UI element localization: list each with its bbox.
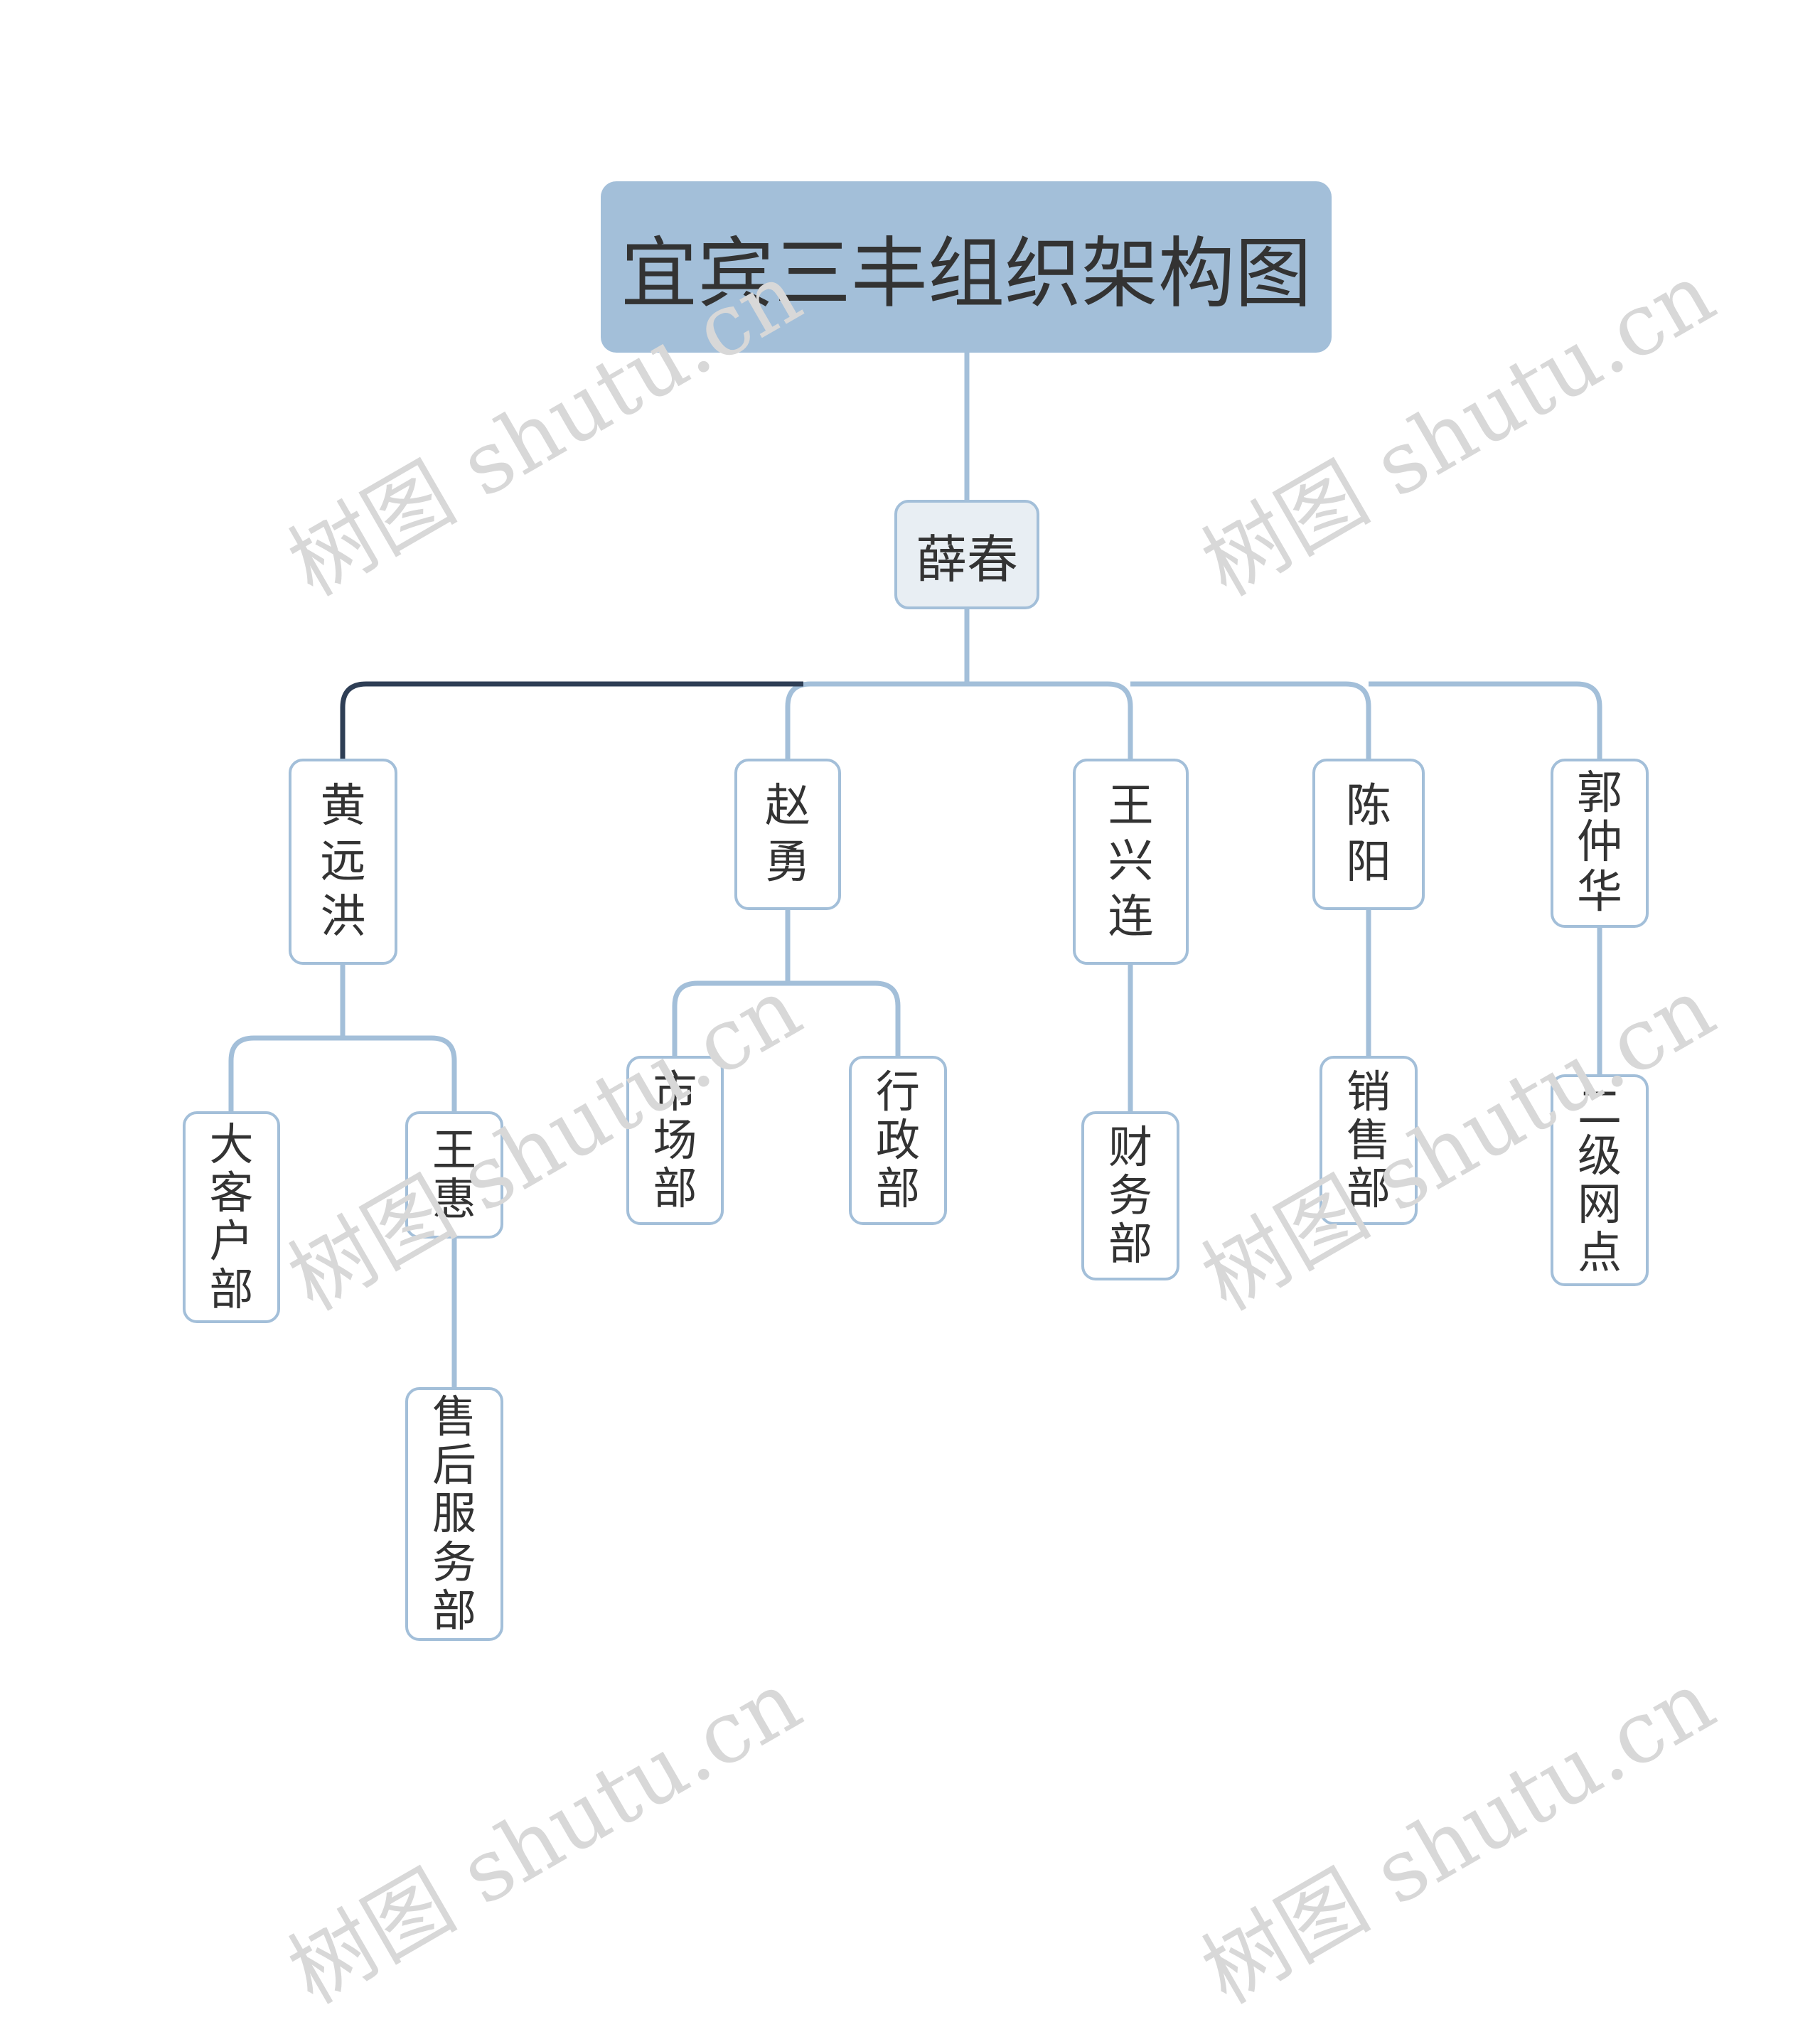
node-xuechun[interactable]: 薛春 bbox=[894, 500, 1039, 609]
root-title-label: 宜宾三丰组织架构图 bbox=[620, 229, 1312, 319]
node-huangyuanhong[interactable]: 黄远洪 bbox=[289, 759, 397, 965]
node-erjiwangdian[interactable]: 二级网点 bbox=[1551, 1074, 1649, 1286]
node-wangxinglian-label: 王兴连 bbox=[1108, 779, 1154, 944]
node-dakehubu-label: 大客户部 bbox=[209, 1118, 254, 1316]
node-shouhoufuwubu-label: 售后服务部 bbox=[432, 1391, 476, 1637]
connector-to-dakehubu bbox=[228, 1035, 343, 1111]
node-huangyuanhong-label: 黄远洪 bbox=[320, 779, 366, 944]
node-xuechun-label: 薛春 bbox=[915, 529, 1018, 589]
node-guozhonghua[interactable]: 郭仲华 bbox=[1551, 759, 1649, 928]
node-wangxinglian[interactable]: 王兴连 bbox=[1073, 759, 1189, 965]
node-xiaoshoubu-label: 销售部 bbox=[1346, 1065, 1391, 1215]
node-chenyang[interactable]: 陈阳 bbox=[1312, 759, 1425, 910]
connector-bus-zhaoyong bbox=[785, 681, 967, 759]
node-wanghui-label: 王惠 bbox=[432, 1124, 476, 1225]
connector-to-shichangbu bbox=[672, 980, 788, 1056]
node-shichangbu[interactable]: 市场部 bbox=[626, 1056, 724, 1225]
connector-to-xingzhengbu bbox=[788, 980, 901, 1056]
node-shouhoufuwubu[interactable]: 售后服务部 bbox=[405, 1387, 503, 1641]
node-xiaoshoubu[interactable]: 销售部 bbox=[1320, 1056, 1418, 1225]
connector-bus-huangyuanhong-selected bbox=[340, 681, 803, 759]
node-xingzhengbu-label: 行政部 bbox=[875, 1065, 920, 1215]
node-caiwubu-label: 财务部 bbox=[1108, 1121, 1152, 1271]
connector-to-wanghui bbox=[343, 1035, 457, 1111]
node-chenyang-label: 陈阳 bbox=[1346, 780, 1391, 889]
node-erjiwangdian-label: 二级网点 bbox=[1577, 1081, 1622, 1279]
node-guozhonghua-label: 郭仲华 bbox=[1577, 767, 1622, 919]
node-dakehubu[interactable]: 大客户部 bbox=[183, 1111, 280, 1323]
node-zhaoyong[interactable]: 赵勇 bbox=[734, 759, 841, 910]
node-xingzhengbu[interactable]: 行政部 bbox=[849, 1056, 947, 1225]
connector-lines bbox=[228, 353, 1602, 1387]
node-shichangbu-label: 市场部 bbox=[653, 1065, 697, 1215]
node-zhaoyong-label: 赵勇 bbox=[765, 780, 810, 889]
connector-bus-chenyang bbox=[1130, 681, 1371, 759]
node-caiwubu[interactable]: 财务部 bbox=[1081, 1111, 1179, 1280]
connector-bus-wangxinglian bbox=[967, 681, 1133, 759]
root-node-title[interactable]: 宜宾三丰组织架构图 bbox=[601, 181, 1332, 353]
node-wanghui[interactable]: 王惠 bbox=[405, 1111, 503, 1239]
connector-bus-guozhonghua bbox=[1369, 681, 1602, 759]
